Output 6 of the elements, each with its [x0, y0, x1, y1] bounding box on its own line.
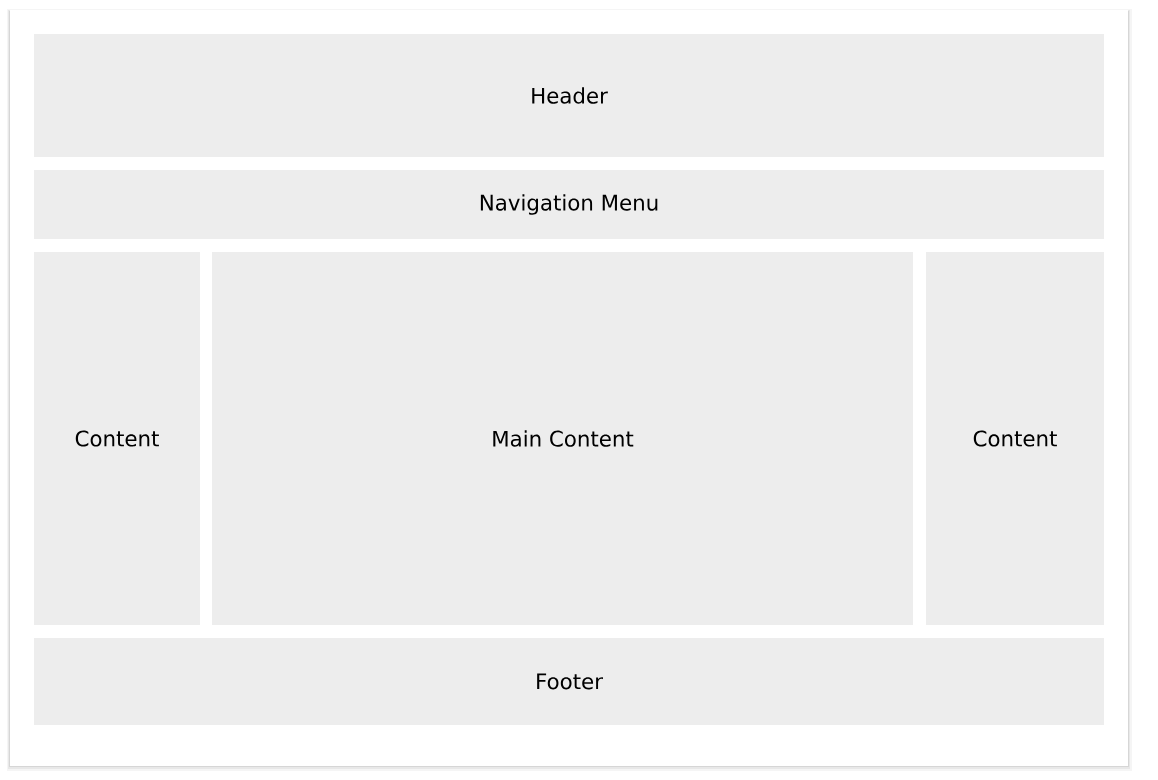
layout-block: Main Content	[212, 252, 913, 625]
layout-block: Navigation Menu	[34, 170, 1104, 239]
layout-block: Content	[34, 252, 200, 625]
layout-block: Header	[34, 34, 1104, 157]
layout-block: Footer	[34, 638, 1104, 725]
layout-block: Content	[926, 252, 1104, 625]
